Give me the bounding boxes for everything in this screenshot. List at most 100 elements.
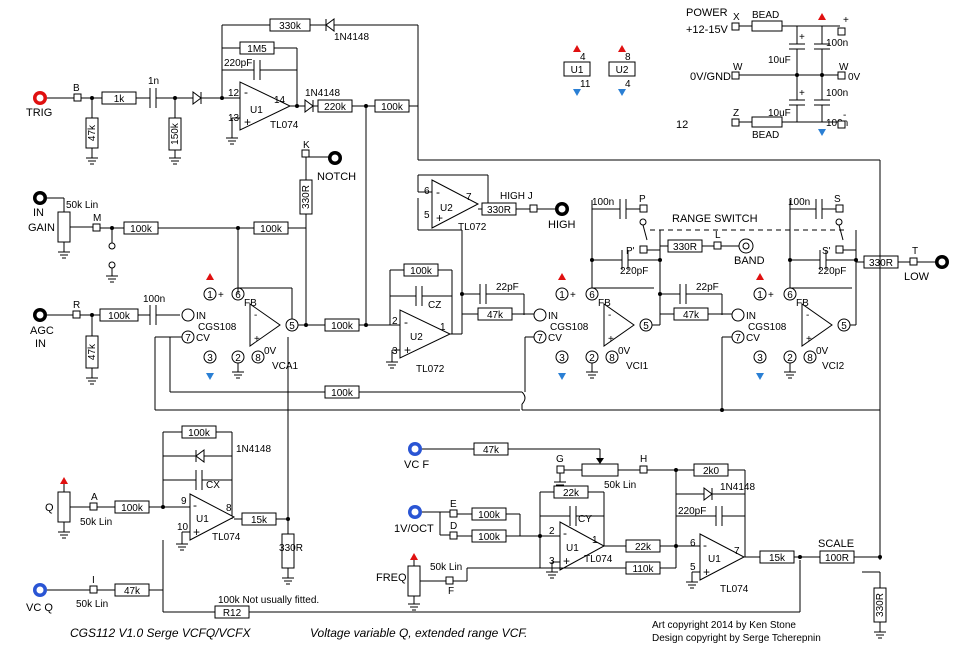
svg-text:L: L xyxy=(715,230,721,241)
svg-text:CV: CV xyxy=(746,333,760,344)
svg-text:330k: 330k xyxy=(279,21,302,32)
svg-text:W: W xyxy=(839,62,849,73)
svg-text:+: + xyxy=(806,334,812,345)
svg-text:6: 6 xyxy=(787,290,793,301)
svg-text:CY: CY xyxy=(578,514,592,525)
svg-text:-: - xyxy=(608,310,611,321)
svg-text:150k: 150k xyxy=(170,122,181,145)
svg-text:CGS108: CGS108 xyxy=(748,322,787,333)
svg-text:TL074: TL074 xyxy=(270,120,299,131)
svg-text:W: W xyxy=(733,62,743,73)
svg-text:VCA1: VCA1 xyxy=(272,361,299,372)
high-jack[interactable] xyxy=(555,202,569,216)
svg-text:100n: 100n xyxy=(826,38,848,49)
expo-pot[interactable] xyxy=(581,463,619,477)
design-copyright: Design copyright by Serge Tcherepnin xyxy=(652,633,821,644)
svg-text:IN: IN xyxy=(35,338,46,350)
svg-text:+: + xyxy=(193,525,200,539)
svg-text:100k: 100k xyxy=(108,311,131,322)
svg-text:100k: 100k xyxy=(121,503,144,514)
freq-pot[interactable] xyxy=(407,565,421,597)
svg-text:100n: 100n xyxy=(143,294,165,305)
svg-text:LOW: LOW xyxy=(904,271,930,283)
svg-text:6: 6 xyxy=(690,538,696,549)
band-jack[interactable] xyxy=(738,238,754,254)
svg-text:3: 3 xyxy=(559,353,565,364)
svg-text:330R: 330R xyxy=(869,258,893,269)
svg-text:1: 1 xyxy=(207,290,213,301)
svg-text:220pF: 220pF xyxy=(620,266,648,277)
svg-text:U1: U1 xyxy=(250,105,263,116)
svg-text:2: 2 xyxy=(589,353,595,364)
svg-text:220k: 220k xyxy=(324,102,347,113)
svg-text:8: 8 xyxy=(226,503,232,514)
svg-text:12: 12 xyxy=(676,119,688,131)
svg-text:50k Lin: 50k Lin xyxy=(66,200,98,211)
svg-text:330R: 330R xyxy=(673,242,697,253)
svg-text:5: 5 xyxy=(690,562,696,573)
svg-text:47k: 47k xyxy=(483,445,500,456)
svg-text:AGC: AGC xyxy=(30,325,54,337)
svg-text:+: + xyxy=(799,32,805,43)
svg-text:8: 8 xyxy=(609,353,615,364)
agc-in-jack[interactable] xyxy=(33,308,47,322)
svg-text:+: + xyxy=(244,115,251,129)
footer: CGS112 V1.0 Serge VCFQ/VCFX Voltage vari… xyxy=(70,620,821,644)
opamp-u1-expo xyxy=(559,521,606,571)
notch-jack[interactable] xyxy=(328,151,342,165)
svg-text:10uF: 10uF xyxy=(768,55,791,66)
svg-text:7: 7 xyxy=(185,333,191,344)
freq-section: VC F 47k G 50k Lin H 2k0 1V/OCT E D 100k xyxy=(376,442,887,639)
gain-pot[interactable] xyxy=(57,211,71,243)
svg-text:POWER: POWER xyxy=(686,7,728,19)
svg-text:TL074: TL074 xyxy=(720,584,749,595)
svg-text:100k: 100k xyxy=(410,266,433,277)
svg-text:100n: 100n xyxy=(826,118,848,129)
svg-text:2: 2 xyxy=(787,353,793,364)
svg-text:220pF: 220pF xyxy=(818,266,846,277)
svg-text:8: 8 xyxy=(625,52,631,63)
svg-text:47k: 47k xyxy=(683,310,700,321)
svg-text:U2: U2 xyxy=(410,332,423,343)
svg-text:B: B xyxy=(73,83,80,94)
svg-text:1N4148: 1N4148 xyxy=(305,88,340,99)
svg-text:BEAD: BEAD xyxy=(752,10,779,21)
svg-text:CGS108: CGS108 xyxy=(550,322,589,333)
trig-jack[interactable] xyxy=(33,91,47,105)
svg-text:+: + xyxy=(254,334,260,345)
svg-text:220pF: 220pF xyxy=(678,506,706,517)
svg-text:-: - xyxy=(806,310,809,321)
svg-text:FB: FB xyxy=(796,298,809,309)
trig-label: TRIG xyxy=(26,107,52,119)
svg-text:P: P xyxy=(639,194,646,205)
vcf-jack[interactable] xyxy=(408,442,422,456)
svg-text:-: - xyxy=(404,315,408,329)
svg-text:IN: IN xyxy=(196,311,206,322)
svg-text:11: 11 xyxy=(580,79,591,90)
svg-text:8: 8 xyxy=(807,353,813,364)
q-pot[interactable] xyxy=(57,491,71,523)
svg-text:FB: FB xyxy=(598,298,611,309)
svg-text:VC F: VC F xyxy=(404,459,429,471)
svg-text:330R: 330R xyxy=(301,185,312,209)
svg-text:VC Q: VC Q xyxy=(26,602,53,614)
svg-text:330R: 330R xyxy=(279,543,303,554)
voct-jack[interactable] xyxy=(408,505,422,519)
svg-text:22k: 22k xyxy=(563,488,580,499)
svg-text:TL074: TL074 xyxy=(212,532,241,543)
svg-text:100k: 100k xyxy=(188,428,211,439)
svg-text:22pF: 22pF xyxy=(496,282,519,293)
svg-text:HIGH: HIGH xyxy=(548,219,576,231)
svg-text:5: 5 xyxy=(289,321,295,332)
in-jack[interactable] xyxy=(33,191,47,205)
svg-text:5: 5 xyxy=(643,321,649,332)
svg-text:100k: 100k xyxy=(478,532,501,543)
svg-text:10uF: 10uF xyxy=(768,108,791,119)
vcq-jack[interactable] xyxy=(33,583,47,597)
svg-text:TL074: TL074 xyxy=(584,554,613,565)
low-jack[interactable] xyxy=(935,255,949,269)
svg-text:+: + xyxy=(768,290,774,301)
svg-text:0V: 0V xyxy=(264,346,277,357)
svg-text:1: 1 xyxy=(757,290,763,301)
svg-text:CV: CV xyxy=(548,333,562,344)
